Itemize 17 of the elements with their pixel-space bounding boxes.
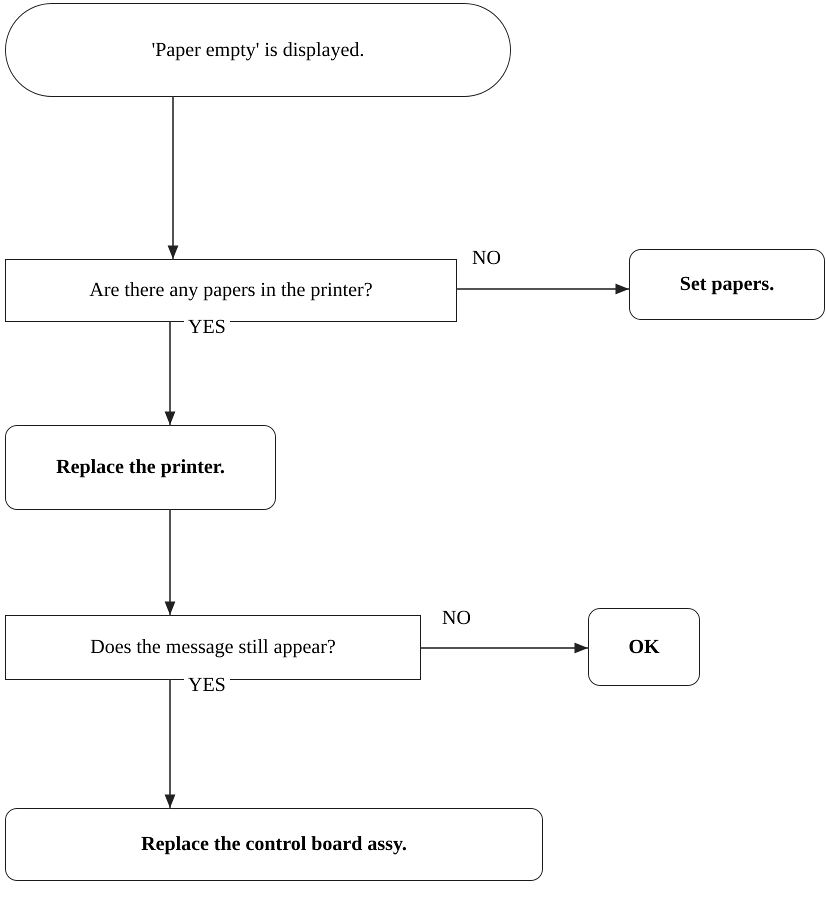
arrow	[457, 284, 629, 294]
process-box	[588, 608, 700, 686]
node-text: OK	[627, 634, 661, 660]
node-text: Set papers.	[678, 272, 776, 297]
process-box	[5, 808, 543, 881]
node-text: Replace the printer.	[55, 455, 226, 480]
arrow	[168, 97, 178, 259]
process-box	[629, 249, 825, 320]
arrow	[164, 322, 176, 425]
node-text: Replace the control board assy.	[140, 832, 408, 857]
arrow	[421, 642, 588, 654]
node-text: Does the message still appear?	[89, 635, 337, 660]
node-text: Are there any papers in the printer?	[88, 278, 374, 303]
process-box	[5, 425, 276, 510]
node-text: 'Paper empty' is displayed.	[150, 38, 366, 62]
arrow	[164, 510, 176, 615]
arrow	[164, 680, 176, 808]
